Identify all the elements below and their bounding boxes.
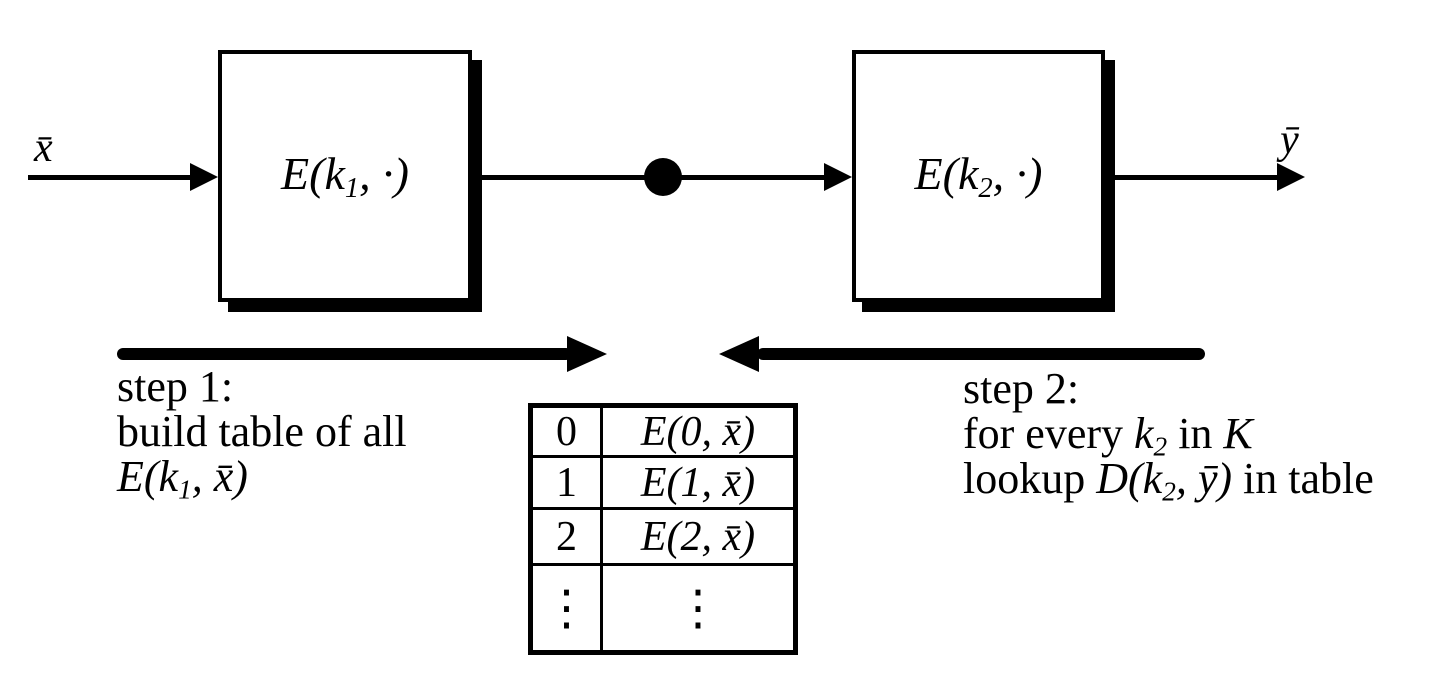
step2-description-line2: lookup D(k2, ȳ) in table [963,454,1374,508]
step2-arrowhead-icon [719,336,759,372]
encrypt-box-1-label: E(k1, ·) [281,147,409,205]
math-text: , ·) [359,148,409,199]
math-text: D( [1096,454,1143,503]
math-text: , ȳ) [1175,454,1233,503]
step1-arrow-body [117,348,572,360]
output-arrowhead-icon [1277,163,1305,191]
math-var: k [1142,454,1163,503]
step2-description-line1: for every k2 in K [963,409,1253,463]
math-subscript: 1 [344,172,360,204]
plain-text: for every [963,409,1135,458]
step1-description: build table of all [117,407,407,456]
step2-title: step 2: [963,364,1080,413]
output-wire [1111,175,1281,180]
plain-text: in [1167,409,1224,458]
table-key-cell: 0 [533,408,603,458]
lookup-table: 0 E(0, x̄) 1 E(1, x̄) 2 E(2, x̄) ⋮ ⋮ [528,403,798,655]
math-text: E( [914,148,958,199]
step1-title: step 1: [117,362,234,411]
keyspace-symbol: K [1223,409,1253,458]
step1-formula: E(k1, x̄) [117,452,248,506]
table-key-cell: 1 [533,458,603,510]
output-label: ȳ [1280,117,1299,163]
math-text: , x̄) [191,452,248,501]
table-value-cell: E(0, x̄) [603,408,793,458]
math-subscript: 2 [978,172,993,204]
math-text: E( [281,148,325,199]
step2-arrow-body [757,348,1205,360]
input-label: x̄ [34,125,53,171]
input-arrowhead-icon [190,163,218,191]
encrypt-box-2-label: E(k2, ·) [915,147,1043,205]
math-var: k [158,452,179,501]
table-value-cell-ellipsis: ⋮ [674,580,722,636]
math-var: k [957,148,979,199]
math-text: , ·) [992,148,1043,199]
math-var: k [324,148,345,199]
math-subscript: 2 [1153,431,1168,462]
math-var: k [1134,409,1154,458]
math-subscript: 1 [178,474,192,505]
plain-text: in table [1232,454,1374,503]
step1-arrowhead-icon [567,336,607,372]
math-text: E( [117,452,159,501]
middle-arrowhead-icon [824,163,852,191]
math-subscript: 2 [1162,476,1176,507]
input-wire [28,175,194,180]
plain-text: lookup [963,454,1097,503]
table-value-cell: E(2, x̄) [603,510,793,566]
encrypt-box-2: E(k2, ·) [852,50,1105,302]
encrypt-box-1: E(k1, ·) [218,50,472,302]
table-key-cell-ellipsis: ⋮ [533,566,603,650]
table-value-cell: E(1, x̄) [603,458,793,510]
junction-dot-icon [644,158,682,196]
table-key-cell: 2 [533,510,603,566]
